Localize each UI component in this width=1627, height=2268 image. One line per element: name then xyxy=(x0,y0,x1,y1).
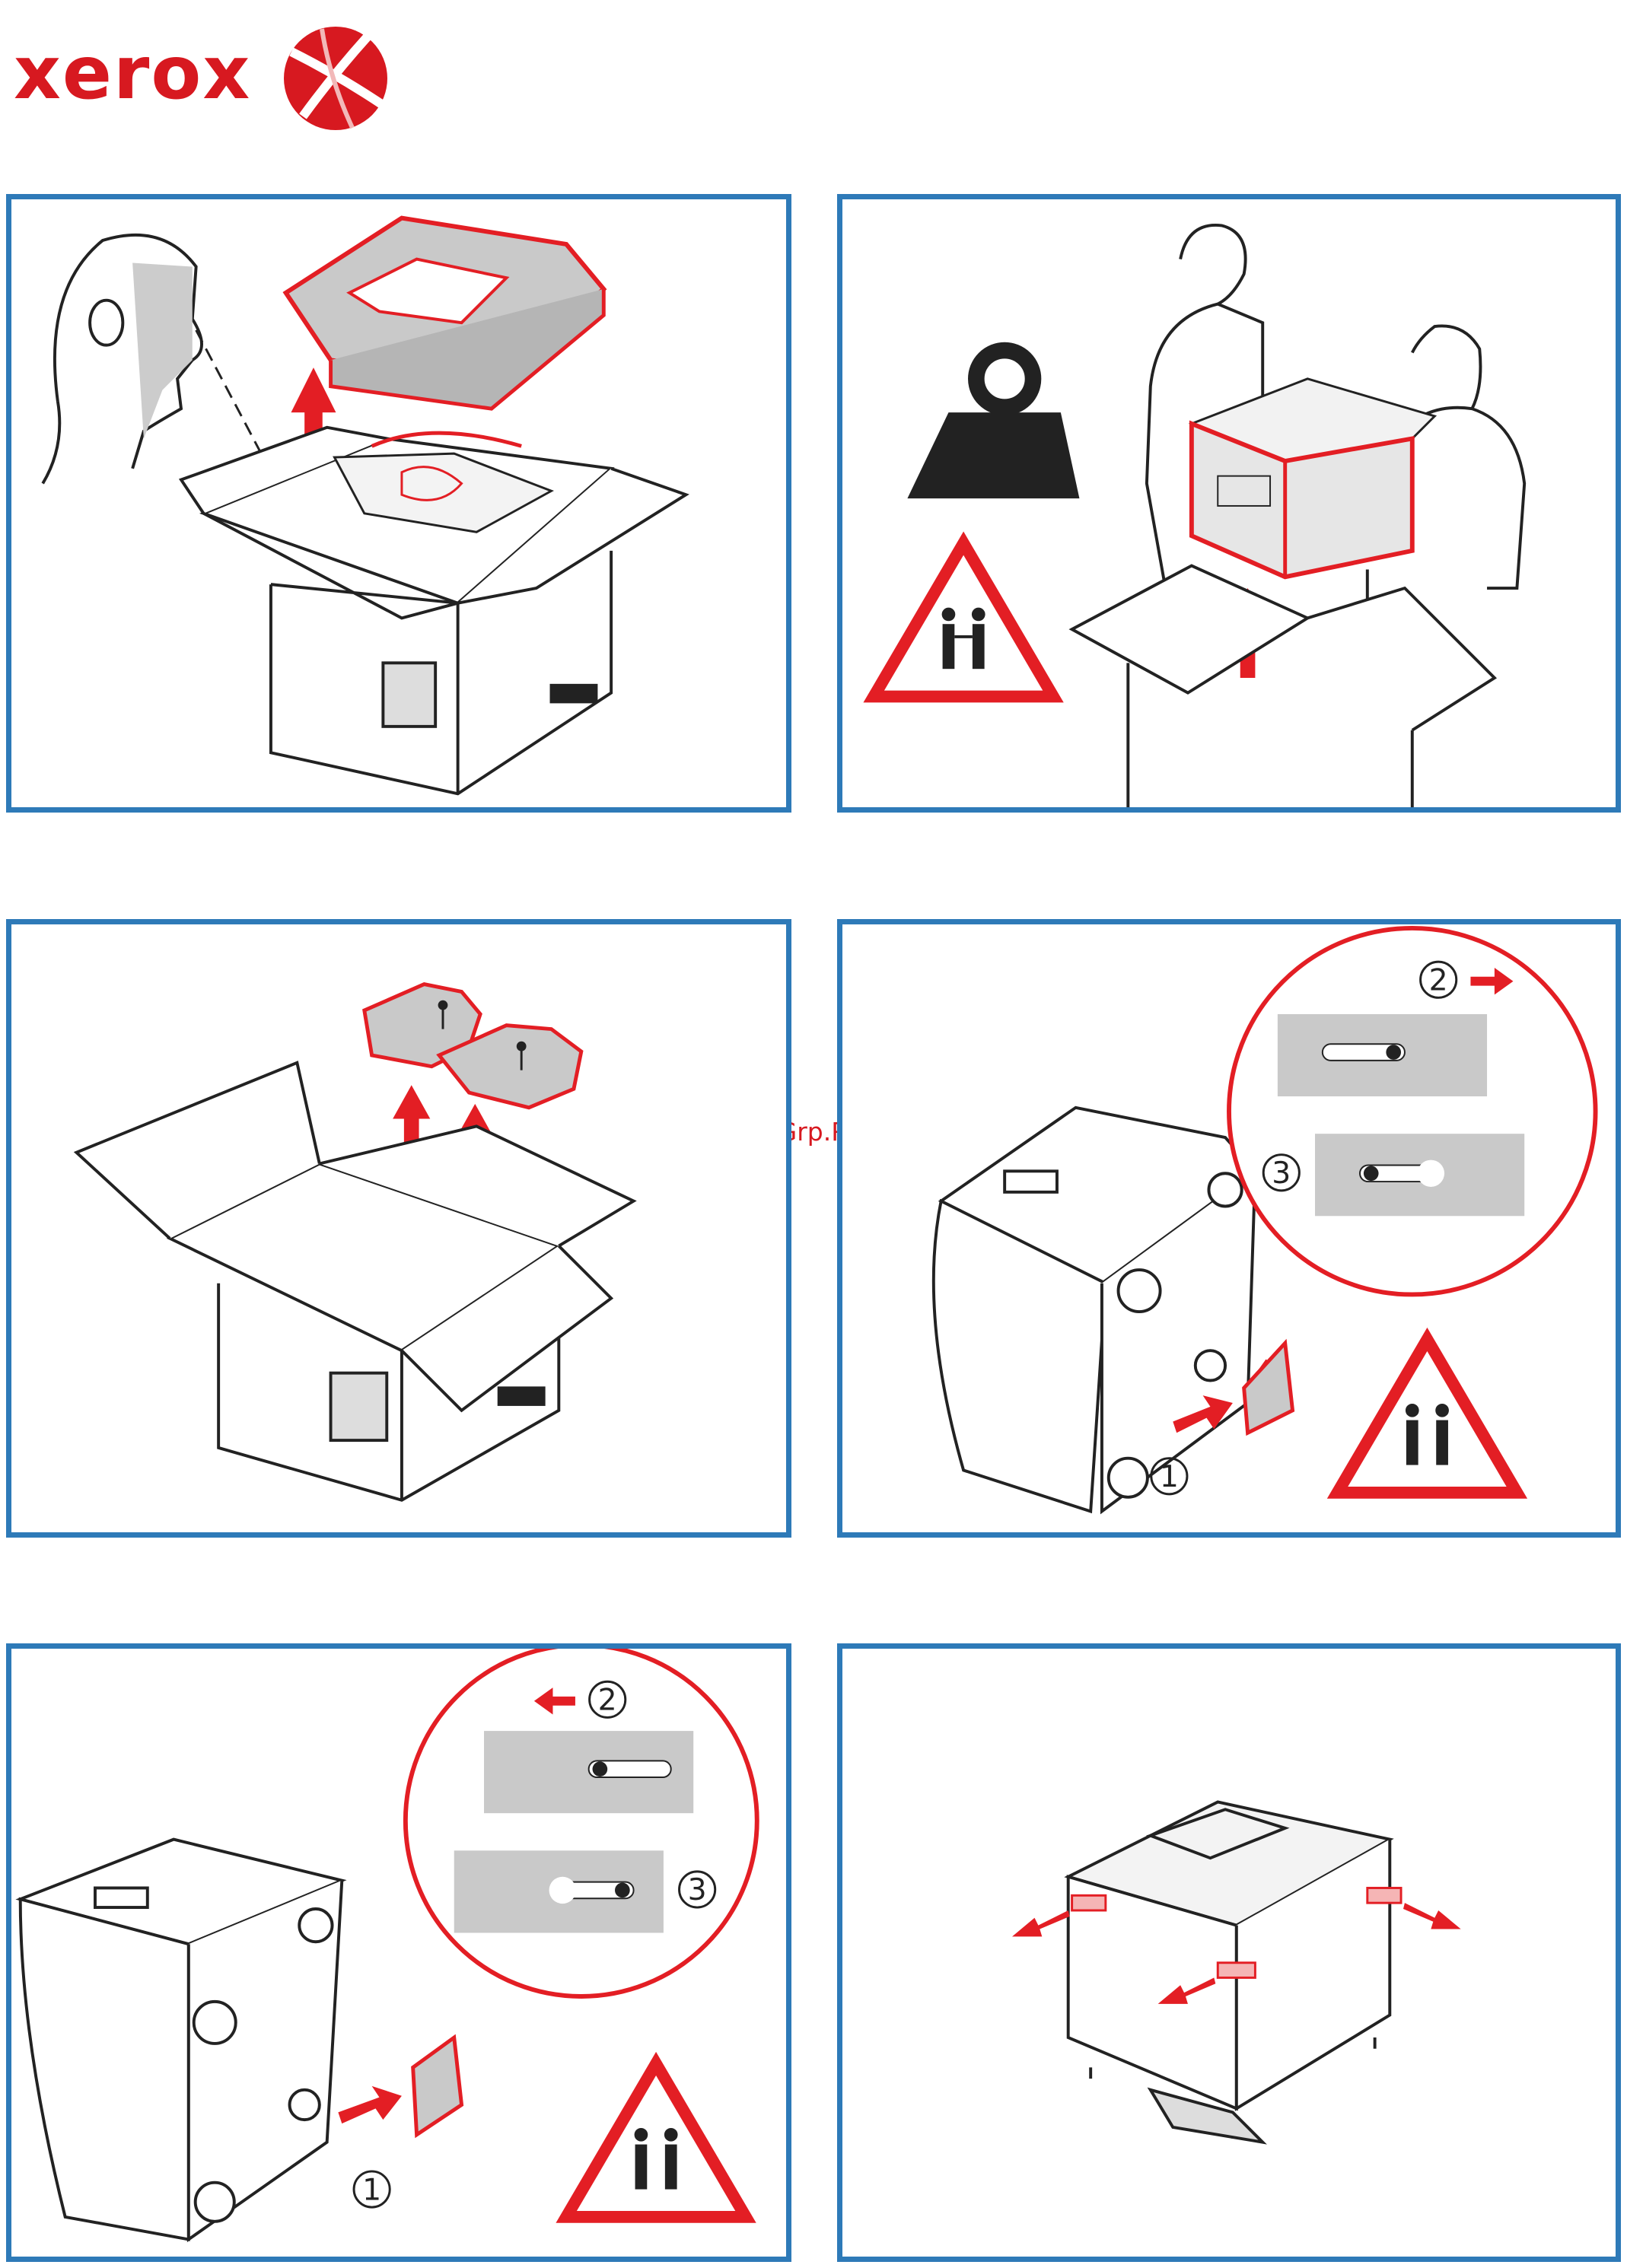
step-2-label: 2 xyxy=(598,1684,617,1718)
open-box-icon xyxy=(76,1063,633,1500)
caster-lock-icon xyxy=(413,2037,462,2135)
tray-module-icon xyxy=(1192,379,1434,577)
step-panel-6 xyxy=(837,1643,1621,2262)
panel-3-illustration xyxy=(11,924,786,1532)
open-box-icon xyxy=(1072,566,1495,807)
caster-lock-icon xyxy=(1244,1343,1293,1433)
packing-foam-icon xyxy=(286,218,604,409)
step-3-label: 3 xyxy=(1272,1156,1291,1191)
two-person-lift-warning-icon xyxy=(1338,1339,1517,1492)
panel-5-illustration: 1 2 3 xyxy=(11,1649,786,2257)
step-panel-3 xyxy=(6,919,791,1538)
step-panel-2 xyxy=(837,194,1621,813)
brand-wordmark: xerox xyxy=(14,30,251,116)
xerox-logo: xerox xyxy=(14,21,409,135)
two-person-lift-warning-icon xyxy=(566,2063,746,2216)
step-3-label: 3 xyxy=(688,1873,707,1907)
step-1-label: 1 xyxy=(1160,1460,1179,1494)
panel-6-illustration xyxy=(842,1649,1616,2257)
step-1-label: 1 xyxy=(362,2173,381,2207)
panel-1-illustration xyxy=(11,199,786,807)
person-view-icon xyxy=(43,235,202,484)
step-2-label: 2 xyxy=(1429,963,1448,997)
xerox-ball-icon xyxy=(276,21,398,135)
panel-4-illustration: 1 2 3 xyxy=(842,924,1616,1532)
step-panel-4: 1 2 3 xyxy=(837,919,1621,1538)
packing-insert-icon xyxy=(365,984,581,1108)
weight-icon xyxy=(907,351,1079,499)
open-box-icon xyxy=(181,428,686,794)
step-panel-1 xyxy=(6,194,791,813)
two-person-lift-warning-icon xyxy=(874,543,1053,696)
step-panel-5: 1 2 3 xyxy=(6,1643,791,2262)
panel-2-illustration xyxy=(842,199,1616,807)
